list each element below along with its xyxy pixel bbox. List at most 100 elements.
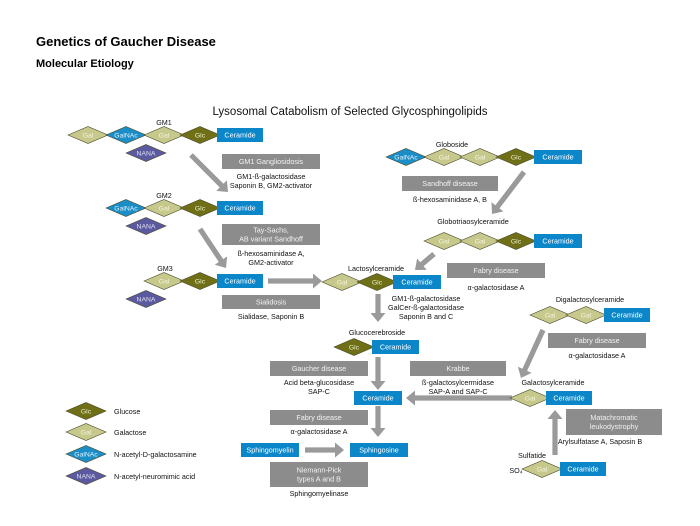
sulfatide-label: Sulfatide <box>518 451 546 460</box>
arrow-gm1-to-gm2 <box>189 153 228 192</box>
legend-galnac: N-acetyl-D-galactosamine <box>114 450 197 459</box>
gal-label: Gal <box>537 467 548 474</box>
ceramide-box <box>372 340 419 354</box>
galnac-label: GalNAc <box>114 206 138 213</box>
disease-krabbe-label: Krabbe <box>446 364 469 373</box>
nana-label: NANA <box>137 297 156 304</box>
galnac-label: GalNAc <box>394 155 418 162</box>
disease-fabry-1 <box>447 263 545 278</box>
disease-sandhoff-label: Sandhoff disease <box>422 179 477 188</box>
digalactosylceramide-label: Digalactosylceramide <box>556 295 624 304</box>
enzyme-fabry-3: α-galactosidase A <box>569 351 626 360</box>
ceramide-label: Ceramide <box>611 311 642 320</box>
lactosylceramide-label: Lactosylceramide <box>348 264 404 273</box>
gal-label: Gal <box>581 313 592 320</box>
disease-gm1-gangliosidosis-label: GM1 Gangliosidosis <box>239 157 304 166</box>
globotriaosylceramide-label: Globotriaosylceramide <box>437 217 509 226</box>
gm1-label: GM1 <box>156 118 172 127</box>
arrow-glucocerebroside-to-ceramide <box>370 357 386 390</box>
gal-label: Gal <box>159 206 170 213</box>
gal-label: Gal <box>439 239 450 246</box>
arrow-gm3-to-lactosyl <box>268 273 322 289</box>
glc-label: Glc <box>372 280 383 287</box>
enzyme-lactosyl: Saponin B and C <box>399 312 453 321</box>
arrow-galactosyl-to-ceramide <box>406 390 512 406</box>
ceramide-box <box>393 275 441 289</box>
galnac-label: GalNAc <box>74 452 98 459</box>
nana-diamond <box>65 467 107 485</box>
enzyme-metachromatic: Arylsulfatase A, Saposin B <box>558 437 643 446</box>
disease-metachromatic <box>566 409 662 435</box>
page-subtitle: Molecular Etiology <box>36 58 134 70</box>
gal-label: Gal <box>159 279 170 286</box>
disease-niemann-pick-label: Niemann-Pick <box>297 466 342 475</box>
disease-fabry-3 <box>548 333 646 348</box>
gm2-label: GM2 <box>156 191 172 200</box>
enzyme-gaucher: SAP-C <box>308 387 330 396</box>
gal-label: Gal <box>439 155 450 162</box>
arrow-digalactosyl-to-galactosyl <box>517 328 546 378</box>
ceramide-label: Ceramide <box>401 278 432 287</box>
ceramide-box <box>217 274 263 288</box>
enzyme-tay-sachs: ß-hexosaminidase A, <box>237 249 304 258</box>
diagram-title: Lysosomal Catabolism of Selected Glycosp… <box>212 106 488 118</box>
disease-gaucher <box>270 361 368 376</box>
glucocerebroside-label: Glucocerebroside <box>349 328 405 337</box>
ceramide-label: Ceramide <box>567 465 598 474</box>
sphingomyelin-box-label: Sphingomyelin <box>246 446 293 455</box>
legend-galactose: Galactose <box>114 428 146 437</box>
disease-gm1-gangliosidosis <box>222 154 320 169</box>
legend-glucose: Glucose <box>114 407 140 416</box>
legend-nana: N-acetyl-neuromimic acid <box>114 472 195 481</box>
disease-tay-sachs <box>222 224 320 245</box>
disease-fabry-2 <box>270 410 368 425</box>
disease-sialidosis-label: Sialidosis <box>256 298 287 307</box>
gal-label: Gal <box>475 155 486 162</box>
enzyme-fabry-2: α-galactosidase A <box>291 427 348 436</box>
ceramide-label: Ceramide <box>224 204 255 213</box>
disease-gaucher-label: Gaucher disease <box>292 364 346 373</box>
gal-diamond <box>65 423 107 441</box>
arrow-globotriaosyl-to-lactosyl <box>415 252 436 270</box>
sphingomyelin-box <box>241 443 299 457</box>
glc-label: Glc <box>349 345 360 352</box>
disease-sialidosis <box>222 295 320 309</box>
gal-label: Gal <box>475 239 486 246</box>
gal-label: Gal <box>545 313 556 320</box>
disease-fabry-1-label: Fabry disease <box>473 266 518 275</box>
enzyme-lactosyl: GM1-ß-galactosidase <box>392 294 461 303</box>
gal-label: Gal <box>337 280 348 287</box>
disease-sandhoff <box>402 176 498 191</box>
nana-diamond <box>125 290 167 308</box>
disease-krabbe <box>410 361 506 376</box>
ceramide-box <box>546 391 592 405</box>
ceramide-center-label: Ceramide <box>362 394 393 403</box>
ceramide-box <box>604 308 650 322</box>
glc-label: Glc <box>195 279 206 286</box>
arrow-globoside-to-globotriaosyl <box>491 170 527 214</box>
enzyme-gm1: Saponin B, GM2-activator <box>230 181 313 190</box>
nana-diamond <box>125 144 167 162</box>
ceramide-box <box>560 462 606 476</box>
disease-niemann-pick <box>270 462 368 487</box>
gm3-label: GM3 <box>157 264 173 273</box>
sphingosine-box <box>350 443 408 457</box>
nana-label: NANA <box>137 224 156 231</box>
glc-diamond <box>65 402 107 420</box>
galactosylceramide-label: Galactosylceramide <box>521 378 584 387</box>
ceramide-label: Ceramide <box>380 343 411 352</box>
glc-label: Glc <box>81 409 92 416</box>
enzyme-niemann-pick: Sphingomyelinase <box>290 489 349 498</box>
ceramide-label: Ceramide <box>224 131 255 140</box>
disease-metachromatic-label: leukodystrophy <box>590 422 639 431</box>
enzyme-krabbe: SAP-A and SAP-C <box>428 387 487 396</box>
glc-label: Glc <box>511 239 522 246</box>
arrow-sulfatide-to-galactosyl <box>547 410 563 455</box>
disease-tay-sachs-label: AB variant Sandhoff <box>239 235 303 244</box>
gal-label: Gal <box>159 133 170 140</box>
arrow-sphingomyelin-to-sphingosine <box>305 442 344 458</box>
galnac-label: GalNAc <box>114 133 138 140</box>
galnac-diamond <box>65 445 107 463</box>
ceramide-label: Ceramide <box>553 394 584 403</box>
